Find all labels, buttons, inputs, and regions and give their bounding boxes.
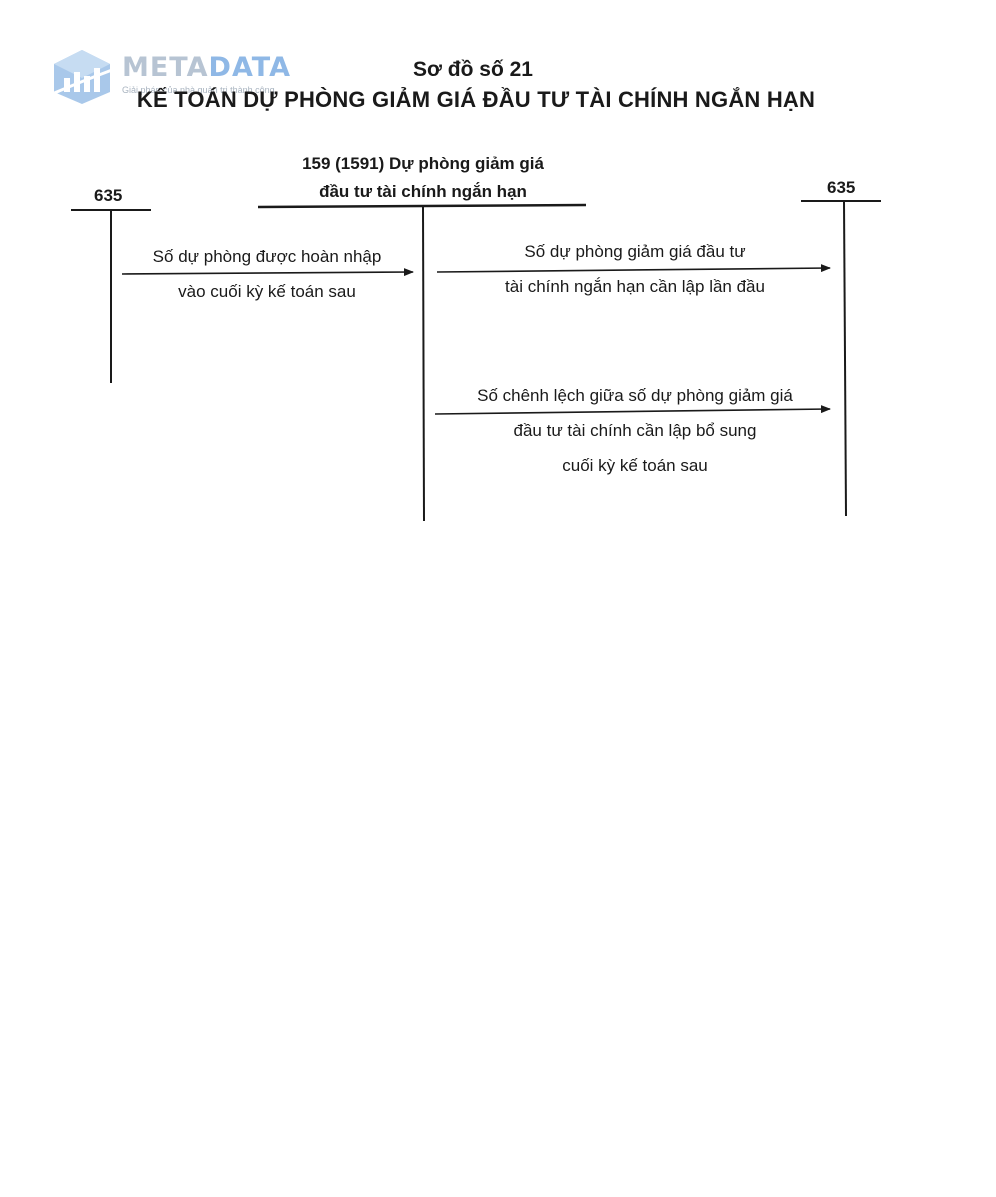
center-account-label-line2: đầu tư tài chính ngắn hạn [319,182,527,201]
cube-chart-icon [51,50,113,104]
entry-additional-provision-line1: Số chênh lệch giữa số dự phòng giảm giá [477,386,793,405]
entry-reversal-line2: vào cuối kỳ kế toán sau [178,282,356,301]
right-account-label: 635 [827,178,856,197]
right-account-stem [843,200,847,517]
arrow-additional-provision [434,405,831,415]
center-account-top-line [257,203,587,209]
entry-additional-provision-line2: đầu tư tài chính cần lập bổ sung [513,421,757,440]
logo-wordmark: METADATA [122,52,291,83]
entry-additional-provision-line3: cuối kỳ kế toán sau [562,456,708,475]
arrow-reversal [121,268,414,277]
entry-additional-provision: Số chênh lệch giữa số dự phòng giảm giá … [430,378,840,483]
diagram-subtitle: KẾ TOÁN DỰ PHÒNG GIẢM GIÁ ĐẦU TƯ TÀI CHÍ… [136,87,816,112]
logo-word-data: DATA [208,52,291,83]
arrow-initial-provision [436,264,831,273]
entry-initial-provision-line1: Số dự phòng giảm giá đầu tư [524,242,746,261]
entry-reversal: Số dự phòng được hoàn nhập vào cuối kỳ k… [122,239,412,309]
entry-initial-provision-line2: tài chính ngắn hạn cần lập lần đầu [505,277,765,296]
center-account-label-line1: 159 (1591) Dự phòng giảm giá [302,154,544,173]
center-account-stem [422,206,425,522]
center-account-label: 159 (1591) Dự phòng giảm giá đầu tư tài … [258,150,588,206]
entry-reversal-line1: Số dự phòng được hoàn nhập [152,247,382,266]
logo-tagline: Giải pháp của nhà quản trị thành công [122,85,275,95]
logo-word-meta: META [122,52,209,83]
diagram-title: Sơ đồ số 21 [413,58,533,81]
entry-initial-provision: Số dự phòng giảm giá đầu tư tài chính ng… [430,234,840,304]
metadata-logo: METADATA Giải pháp của nhà quản trị thàn… [50,48,310,108]
left-account-label: 635 [94,186,123,205]
